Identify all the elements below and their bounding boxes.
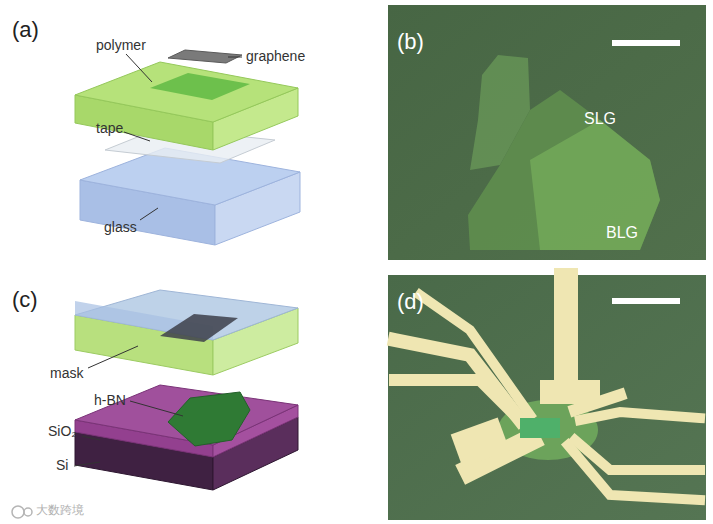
part-name: graphene	[246, 49, 305, 64]
panel-c-drawing	[74, 290, 298, 490]
part-name: Si	[56, 458, 68, 473]
panel-letter: (a)	[12, 18, 39, 42]
panel-a-drawing	[75, 50, 300, 245]
watermark-logo	[12, 506, 32, 518]
panel-d-micrograph	[388, 275, 706, 520]
panel-letter: (d)	[397, 290, 424, 314]
region-label: SLG	[584, 110, 616, 128]
region-label: BLG	[606, 224, 638, 242]
watermark: 大数跨境	[36, 504, 84, 517]
part-name: tape	[96, 121, 123, 136]
part-name: mask	[50, 366, 83, 381]
panel-letter: (c)	[12, 288, 38, 312]
part-name: glass	[104, 220, 137, 235]
part-name: h-BN	[94, 393, 126, 408]
part-name: polymer	[96, 38, 146, 53]
part-name: SiO₂	[48, 424, 77, 439]
panel-letter: (b)	[397, 30, 424, 54]
panel-b-micrograph	[388, 5, 706, 260]
